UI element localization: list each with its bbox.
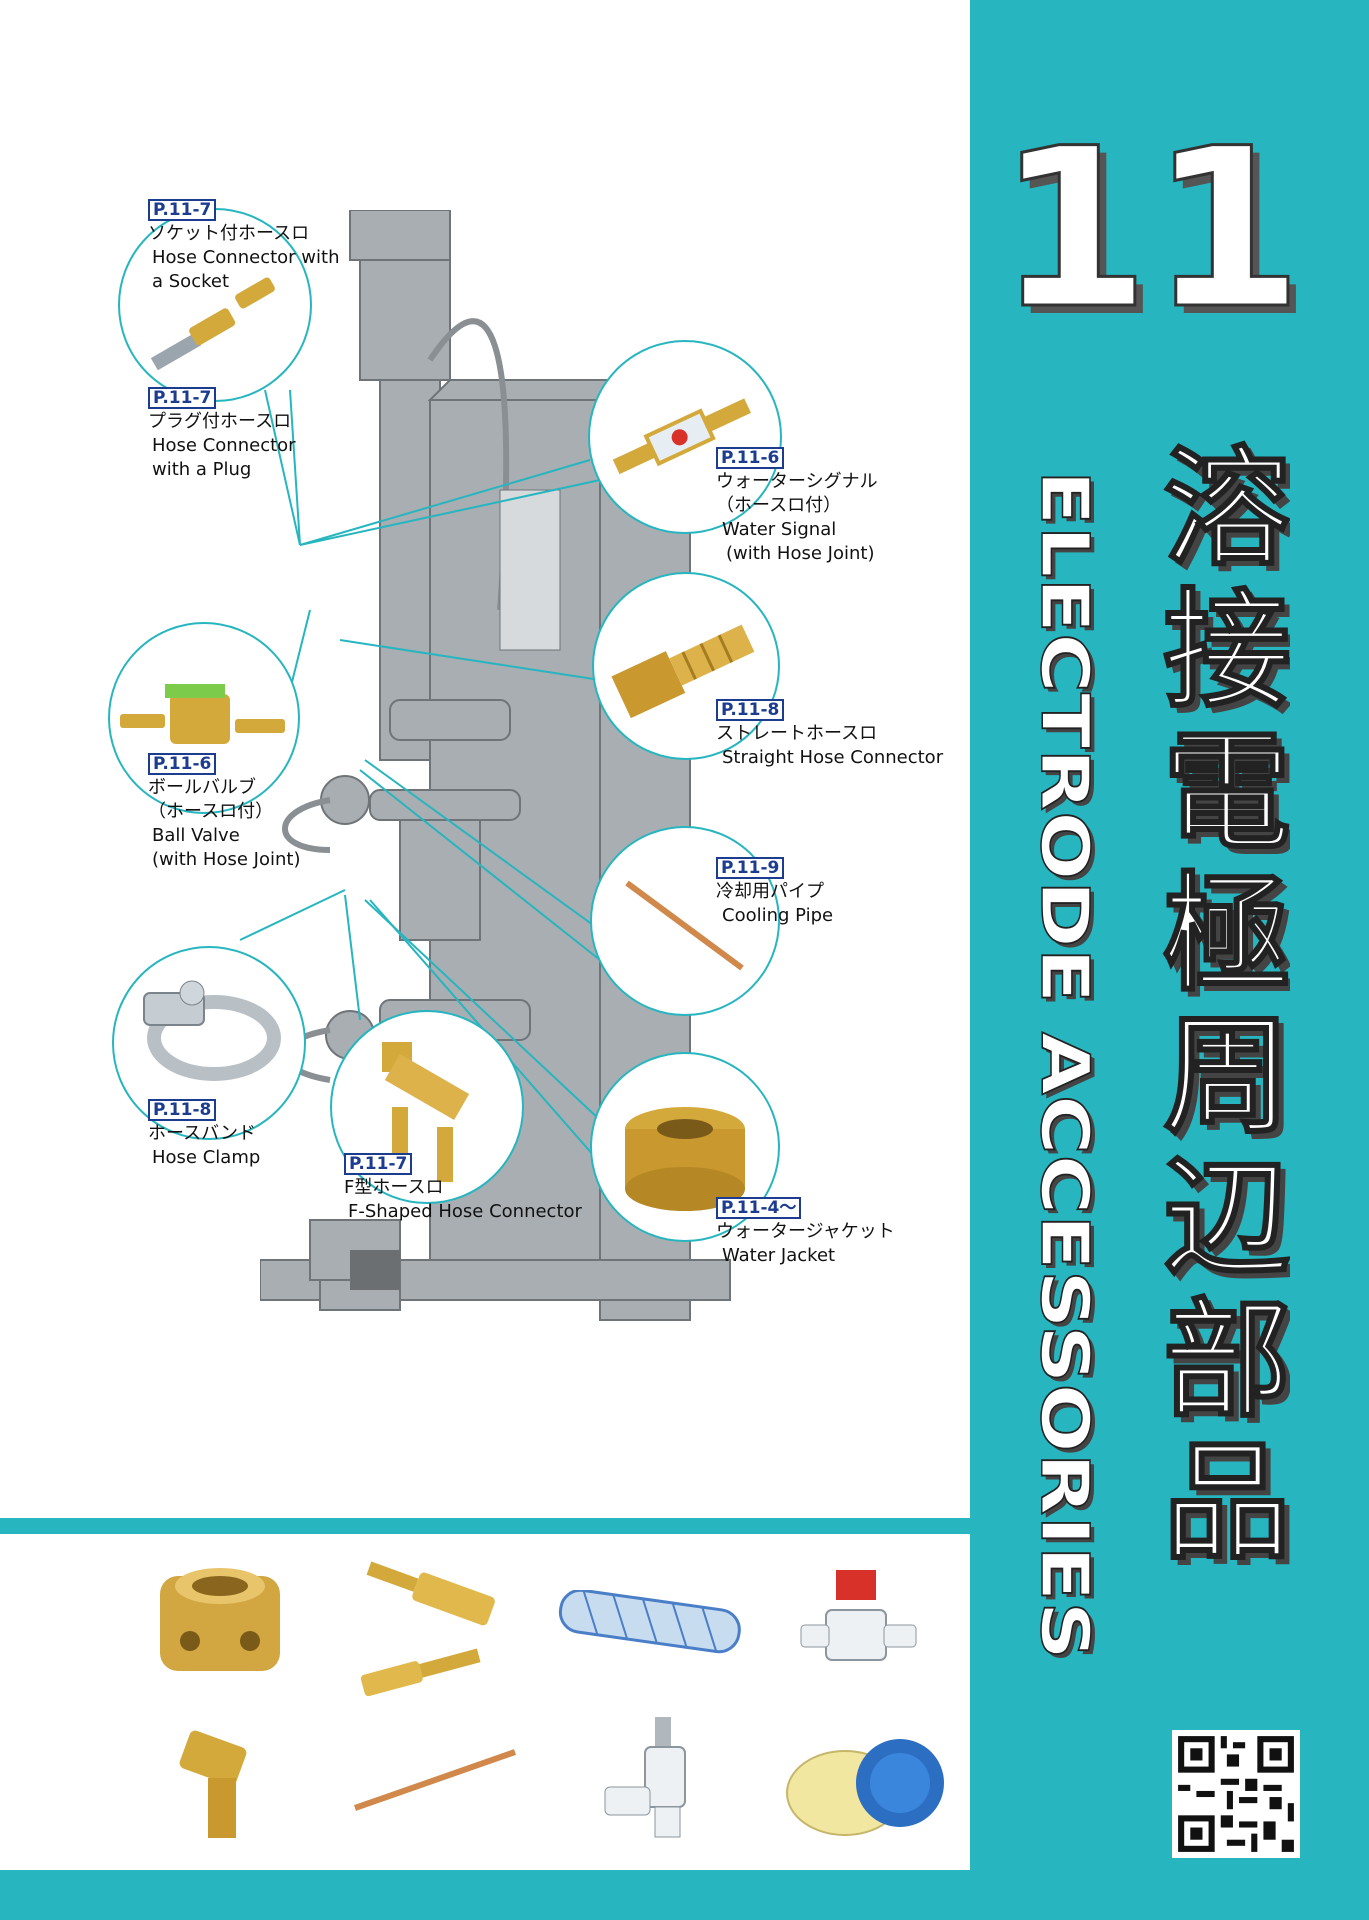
thumb-water-signal [588,340,782,534]
mini-valve-icon [800,1570,917,1661]
title-en: ELECTRODE ACCESSORIES ELECTRODE ACCESSOR… [1025,470,1107,1664]
braided-hose-icon [558,1590,741,1654]
thumb-water-jacket [590,1052,780,1242]
thumb-hose-clamp [112,946,306,1140]
callout-ball-valve: P.11-6 ボールバルブ （ホースロ付） Ball Valve (with H… [148,753,301,870]
thumb-ball-valve [108,622,300,814]
callout-hose-clamp: P.11-8 ホースバンド Hose Clamp [148,1099,261,1168]
thumb-straight-hose-connector [592,572,780,760]
chapter-number: 11 11 [1000,100,1300,340]
qr-code-icon[interactable] [1172,1730,1300,1858]
footer-band [0,1870,1369,1920]
grease-jar-icon [786,1739,944,1836]
page-ref[interactable]: P.11-7 [344,1153,413,1175]
page-ref[interactable]: P.11-6 [148,753,217,775]
water-jacket-block-icon [160,1568,280,1671]
thumb-hose-connector-socket [118,208,312,402]
page-ref[interactable]: P.11-4～ [716,1197,802,1219]
svg-text:溶接電極周辺部品: 溶接電極周辺部品 [1141,440,1291,1576]
side-band [970,0,1369,1920]
cooling-pipe-icon [354,1749,516,1811]
page-ref[interactable]: P.11-7 [148,387,217,409]
page-ref[interactable]: P.11-6 [716,447,785,469]
callout-straight-hose-connector: P.11-8 ストレートホースロ Straight Hose Connector [716,699,944,768]
callout-water-signal: P.11-6 ウォーターシグナル （ホースロ付） Water Signal (w… [716,447,878,564]
page-ref[interactable]: P.11-8 [716,699,785,721]
svg-text:11: 11 [1000,101,1300,340]
speed-controller-icon [604,1717,686,1838]
svg-text:ELECTRODE ACCESSORIES: ELECTRODE ACCESSORIES [1030,474,1107,1664]
callout-hose-connector-plug: P.11-7 プラグ付ホースロ Hose Connector with a Pl… [148,387,296,480]
svg-text:ELECTRODE ACCESSORIES: ELECTRODE ACCESSORIES [1026,470,1103,1660]
callout-hose-connector-socket: P.11-7 ソケット付ホースロ Hose Connector with a S… [148,199,340,292]
callout-water-jacket: P.11-4～ ウォータージャケット Water Jacket [716,1197,895,1266]
svg-text:11: 11 [1005,109,1300,340]
page-ref[interactable]: P.11-8 [148,1099,217,1121]
callout-f-shaped-hose-connector: P.11-7 F型ホースロ F-Shaped Hose Connector [344,1153,582,1222]
title-jp: 溶接電極周辺部品 溶接電極周辺部品 [1140,440,1290,1580]
svg-text:溶接電極周辺部品: 溶接電極周辺部品 [1147,446,1291,1580]
socket-plug-connector-icon [360,1561,495,1696]
page-ref[interactable]: P.11-9 [716,857,785,879]
callout-cooling-pipe: P.11-9 冷却用パイプ Cooling Pipe [716,857,834,926]
page-ref[interactable]: P.11-7 [148,199,217,221]
divider-band [0,1518,970,1534]
elbow-hose-connector-icon [179,1730,247,1838]
